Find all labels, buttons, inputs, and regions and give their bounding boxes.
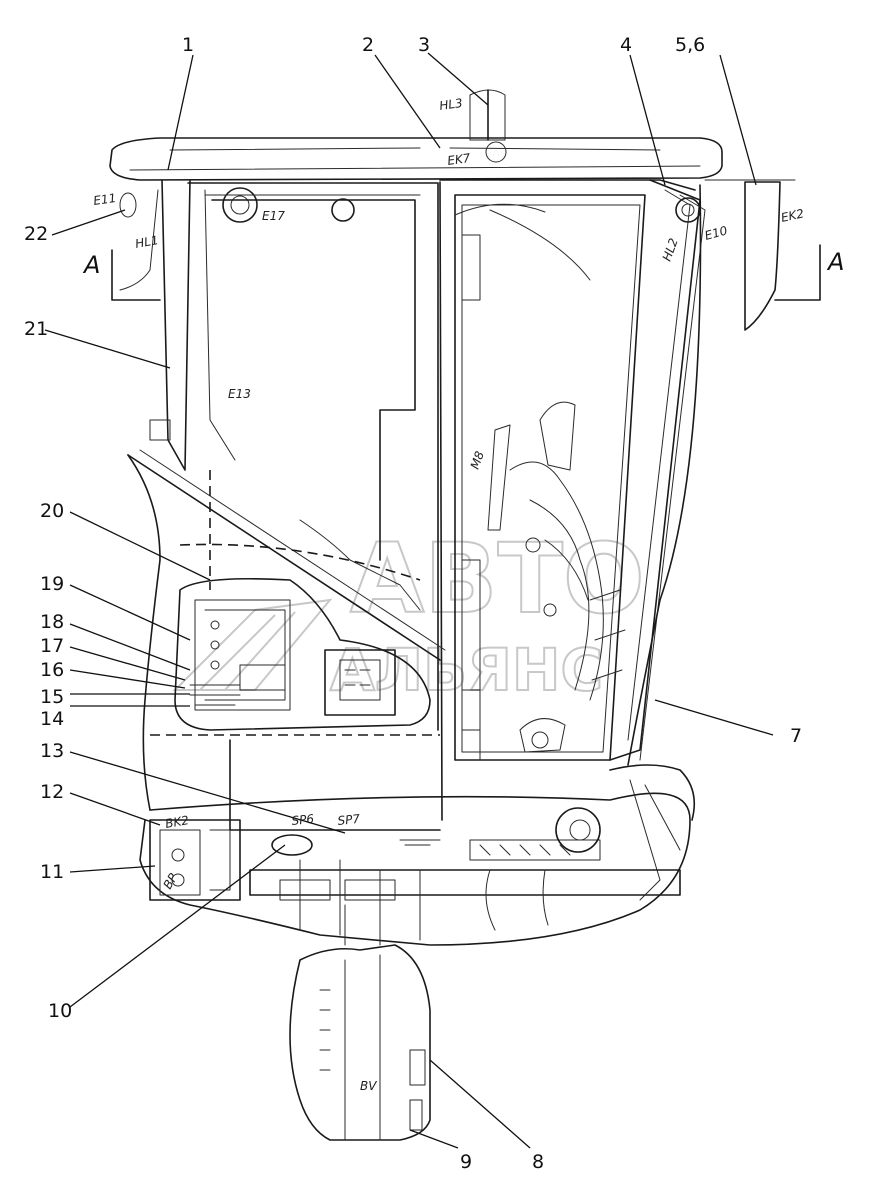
tag-m8: M8 (468, 449, 487, 471)
callout-14: 14 (40, 708, 64, 730)
section-marks: A A (82, 244, 844, 301)
tag-e11: E11 (92, 191, 117, 208)
callout-19: 19 (40, 573, 64, 595)
callout-12: 12 (40, 781, 64, 803)
door-mechanism (487, 401, 626, 753)
component-tags: HL3 EK7 E17 E11 E10 HL2 EK2 HL1 E13 M8 S… (92, 96, 805, 1093)
callout-8: 8 (532, 1151, 544, 1173)
tag-sp7: SP7 (337, 812, 361, 828)
wiring-harness-dashed (150, 470, 440, 736)
callout-10: 10 (48, 1000, 72, 1022)
callout-7: 7 (790, 725, 802, 747)
tag-hl1: HL1 (134, 233, 159, 251)
lower-tank (289, 904, 431, 1141)
callout-18: 18 (40, 611, 64, 633)
callout-17: 17 (40, 635, 64, 657)
tag-ek7: EK7 (446, 151, 471, 168)
callout-20: 20 (40, 500, 64, 522)
tag-hl3: HL3 (438, 96, 463, 113)
watermark-line1: АВТО (350, 523, 645, 635)
cab-outer-shell (127, 179, 796, 946)
leader-lines (44, 52, 774, 1149)
callout-9: 9 (460, 1151, 472, 1173)
tag-e13: E13 (228, 387, 251, 401)
tag-ek2: EK2 (780, 206, 805, 224)
callout-2: 2 (362, 34, 374, 56)
tag-e10: E10 (703, 223, 729, 243)
callout-1: 1 (182, 34, 194, 56)
tag-bk2: BK2 (164, 813, 190, 831)
cab-door (439, 179, 706, 821)
section-mark-left: A (82, 251, 100, 279)
tag-hl2: HL2 (660, 236, 681, 263)
callout-numbers: 1 2 3 4 5,6 7 8 9 10 11 12 13 14 15 16 1… (24, 34, 802, 1173)
lower-left-bracket (149, 819, 241, 901)
left-pillar (119, 179, 355, 471)
cab-roof (109, 89, 723, 181)
tag-sp6: SP6 (291, 812, 315, 828)
callout-21: 21 (24, 318, 48, 340)
callout-16: 16 (40, 659, 64, 681)
callout-22: 22 (24, 223, 48, 245)
callout-13: 13 (40, 740, 64, 762)
control-panel (174, 577, 431, 731)
callout-11: 11 (40, 861, 64, 883)
callout-4: 4 (620, 34, 632, 56)
rear-window (187, 182, 439, 731)
tag-e17: E17 (262, 209, 285, 223)
watermark-logo-icon (172, 598, 333, 691)
tag-bv: BV (360, 1079, 377, 1093)
section-mark-right: A (826, 248, 844, 276)
watermark: АВТО АЛЬЯНС (172, 522, 646, 705)
callout-3: 3 (418, 34, 430, 56)
callout-5-6: 5,6 (675, 34, 705, 56)
callout-15: 15 (40, 686, 64, 708)
